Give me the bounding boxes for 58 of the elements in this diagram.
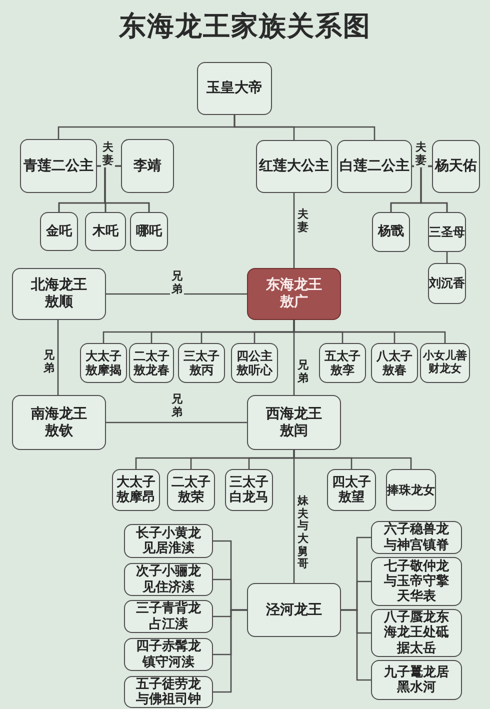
person-box: 三太子白龙马 (225, 469, 273, 511)
person-box: 三子青背龙占江渎 (124, 600, 213, 633)
person-box: 李靖 (121, 139, 174, 193)
person-box: 八子蜃龙东海龙王处砥据太岳 (371, 609, 462, 657)
person-box: 三圣母 (428, 212, 466, 252)
connector-line (234, 115, 376, 140)
person-box: 五子徒劳龙与佛祖司钟 (124, 676, 213, 708)
connector-line (106, 293, 247, 295)
person-box: 木吒 (85, 212, 126, 251)
person-box: 红莲大公主 (256, 140, 332, 193)
person-box: 白莲二公主 (337, 140, 412, 193)
person-box: 南海龙王敖钦 (12, 395, 106, 450)
connector-line (446, 252, 448, 263)
connector-line (341, 609, 371, 681)
connector-line (293, 193, 295, 268)
person-box: 九子鼍龙居黑水河 (371, 660, 462, 700)
person-box: 四太子敖望 (327, 469, 376, 511)
person-box: 大太子敖摩揭 (80, 343, 127, 383)
edge-label: 兄弟 (170, 269, 184, 297)
connector-line (293, 320, 295, 395)
person-box: 金吒 (40, 212, 78, 251)
person-box: 五太子敖孪 (319, 343, 366, 383)
connector-line (213, 609, 247, 693)
person-box: 六子稳兽龙与神宫镇脊 (371, 521, 462, 554)
person-box: 四公主敖听心 (231, 343, 278, 383)
connector-line (293, 450, 295, 583)
edge-label: 妹夫与大舅哥 (296, 494, 310, 572)
title: 东海龙王家族关系图 (118, 10, 372, 44)
person-box: 杨天佑 (432, 140, 480, 193)
person-box: 青莲二公主 (20, 139, 97, 193)
person-box: 四子赤髯龙镇守河渎 (124, 638, 213, 671)
connector-line (106, 422, 247, 424)
person-box: 二太子敖荣 (167, 469, 215, 511)
connector-line (57, 320, 59, 395)
person-box: 八太子敖春 (371, 343, 418, 383)
edge-label: 兄弟 (170, 392, 184, 420)
person-box: 哪吒 (130, 212, 168, 251)
person-box: 西海龙王敖闰 (247, 395, 341, 450)
person-box: 次子小骊龙见住济渎 (124, 563, 213, 596)
person-box: 七子敬仲龙与玉帝守擎天华表 (371, 557, 462, 606)
person-box: 杨戬 (372, 212, 410, 252)
person-box: 大太子敖摩昂 (112, 469, 160, 511)
person-box: 泾河龙王 (247, 583, 341, 637)
person-box: 长子小黄龙见居淮渎 (124, 524, 213, 558)
person-box: 刘沉香 (428, 263, 466, 304)
edge-label: 夫妻 (296, 207, 310, 235)
edge-label: 兄弟 (296, 358, 310, 386)
person-box: 玉皇大帝 (197, 62, 272, 115)
person-box: 三太子敖丙 (178, 343, 225, 383)
person-box: 捧珠龙女 (386, 469, 436, 511)
edge-label: 夫妻 (414, 140, 428, 168)
person-box: 二太子敖龙春 (129, 343, 174, 383)
highlighted-person-box: 东海龙王敖广 (247, 268, 341, 320)
connector-line (420, 165, 448, 212)
edge-label: 兄弟 (42, 348, 56, 376)
edge-label: 夫妻 (101, 140, 115, 168)
person-box: 小女儿善财龙女 (420, 343, 470, 383)
person-box: 北海龙王敖顺 (12, 268, 106, 320)
